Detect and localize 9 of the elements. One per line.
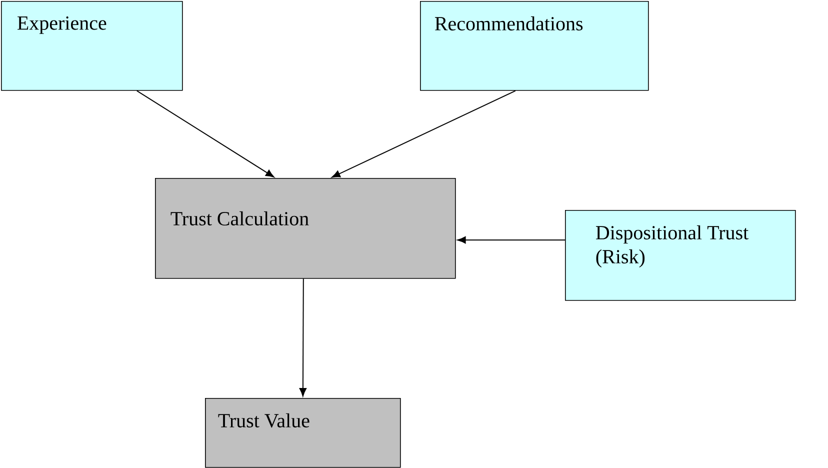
process-box: Trust Calculation: [155, 178, 456, 279]
arrow: [299, 278, 307, 397]
arrow: [332, 90, 516, 178]
arrow: [136, 90, 274, 178]
input-box: Experience: [1, 1, 183, 91]
input-box: Recommendations: [420, 1, 649, 91]
arrow: [457, 236, 566, 244]
input-box: Dispositional Trust (Risk): [565, 210, 796, 301]
process-box: Trust Value: [205, 398, 401, 468]
